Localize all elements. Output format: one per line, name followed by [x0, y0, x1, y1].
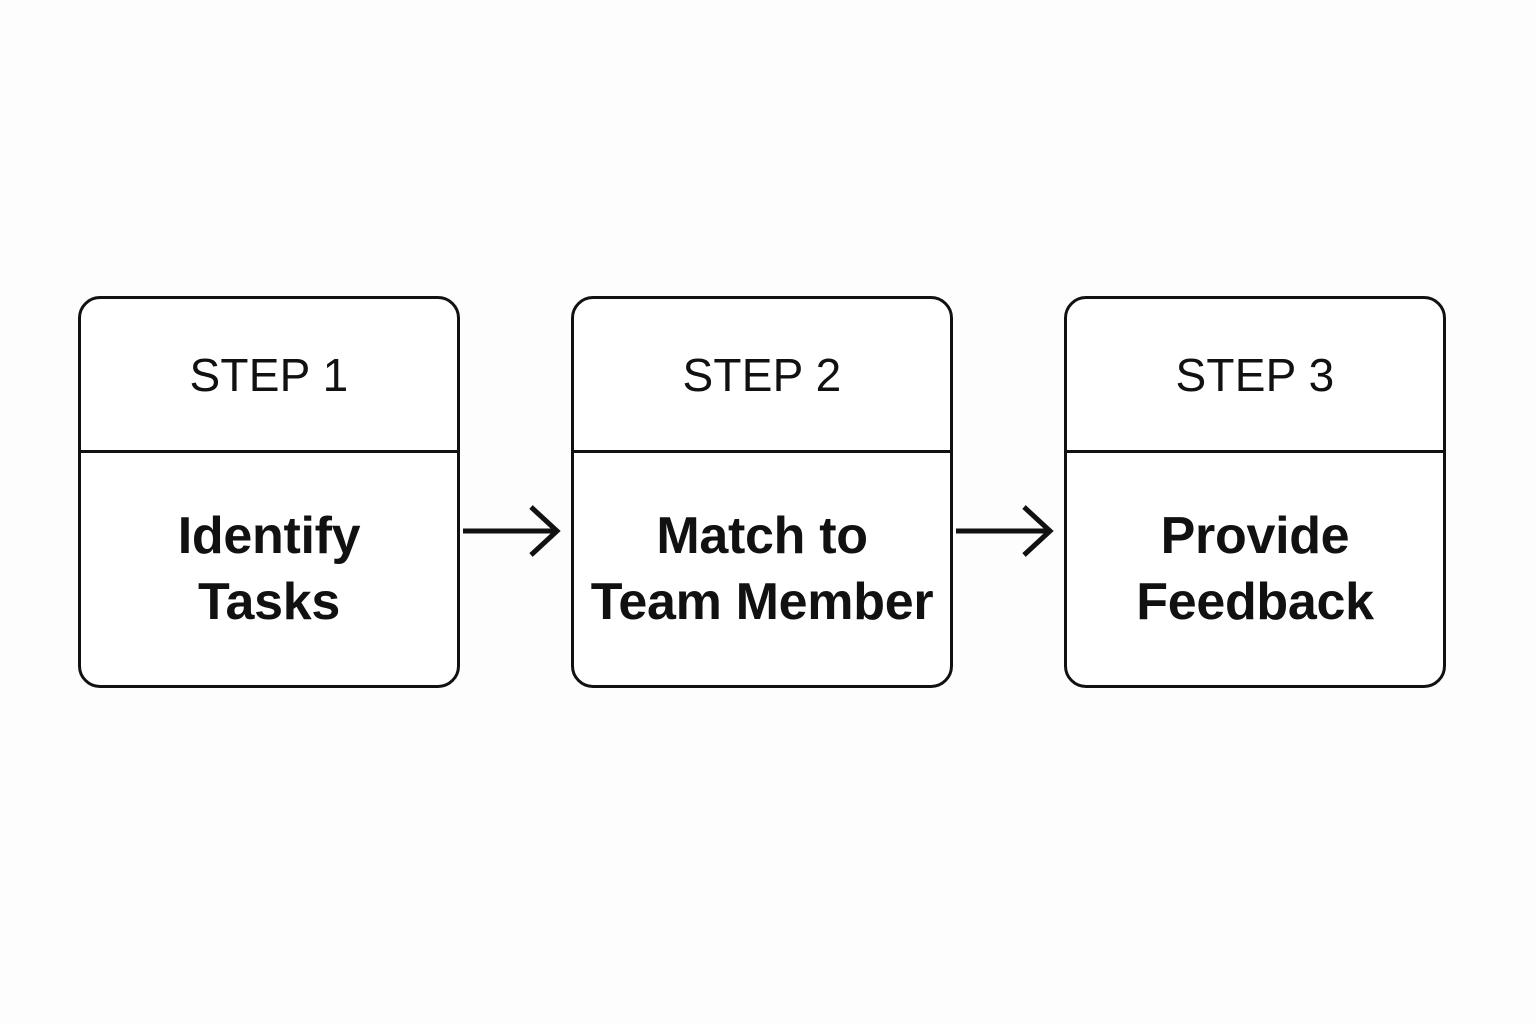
step-card-3-header-label: STEP 3 [1175, 348, 1335, 401]
step-card-2-body-label: Match to Team Member [590, 507, 934, 631]
process-flow: STEP 1 Identify Tasks STEP 2 Match to Te… [78, 296, 1446, 688]
step-card-2-body: Match to Team Member [574, 453, 950, 685]
step-card-3[interactable]: STEP 3 Provide Feedback [1064, 296, 1446, 688]
step-card-2-header: STEP 2 [574, 299, 950, 453]
step-card-1[interactable]: STEP 1 Identify Tasks [78, 296, 460, 688]
connector-step2-to-step3 [953, 501, 1064, 561]
step-card-3-body-label: Provide Feedback [1136, 507, 1374, 631]
step-card-3-body: Provide Feedback [1067, 453, 1443, 685]
connector-step1-to-step2 [460, 501, 571, 561]
step-card-1-body: Identify Tasks [81, 453, 457, 685]
step-card-2-header-label: STEP 2 [682, 348, 842, 401]
step-card-1-header: STEP 1 [81, 299, 457, 453]
step-card-2[interactable]: STEP 2 Match to Team Member [571, 296, 953, 688]
step-card-1-body-label: Identify Tasks [177, 507, 361, 631]
step-card-1-header-label: STEP 1 [189, 348, 349, 401]
arrow-right-icon [463, 505, 561, 557]
arrow-right-icon [956, 505, 1054, 557]
step-card-3-header: STEP 3 [1067, 299, 1443, 453]
